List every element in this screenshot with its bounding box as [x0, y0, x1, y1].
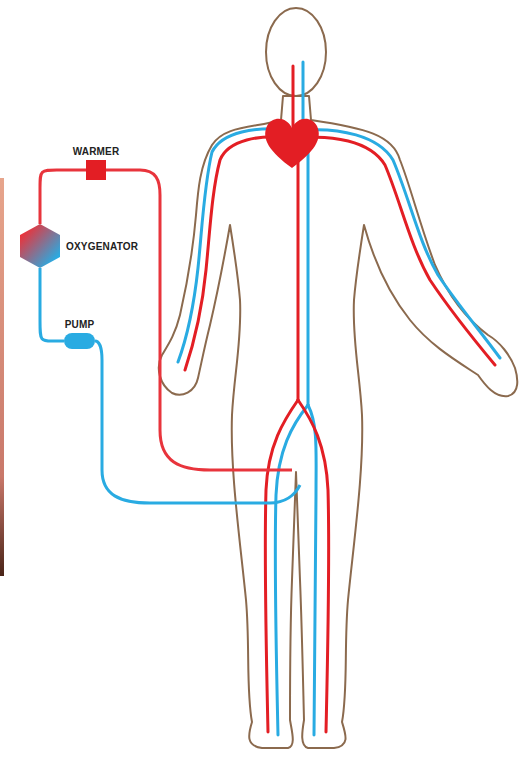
pump-capsule-shape	[64, 333, 95, 349]
veins	[178, 62, 500, 735]
return-tube	[106, 170, 292, 470]
edge-strip	[0, 178, 4, 576]
hexagon-shape	[20, 224, 60, 268]
warmer-box: WARMER	[86, 160, 106, 180]
capsule-shape	[64, 333, 95, 349]
heart	[265, 119, 319, 168]
square-shape	[86, 160, 106, 180]
head-outline	[266, 8, 326, 96]
component-label: OXYGENATOR	[66, 241, 138, 252]
drain-tube	[95, 341, 300, 503]
blood-tube-blue	[40, 268, 64, 341]
oxygenator-hexagon-shape	[20, 224, 60, 268]
pump-capsule: PUMP	[64, 333, 95, 349]
blood-tube-red	[40, 170, 86, 224]
warmer-box-shape	[86, 160, 106, 180]
arteries	[185, 66, 495, 732]
body-outline	[159, 96, 517, 748]
oxygenator-hexagon: OXYGENATOR	[20, 224, 60, 268]
component-label: WARMER	[73, 146, 120, 157]
component-label: PUMP	[65, 319, 95, 330]
